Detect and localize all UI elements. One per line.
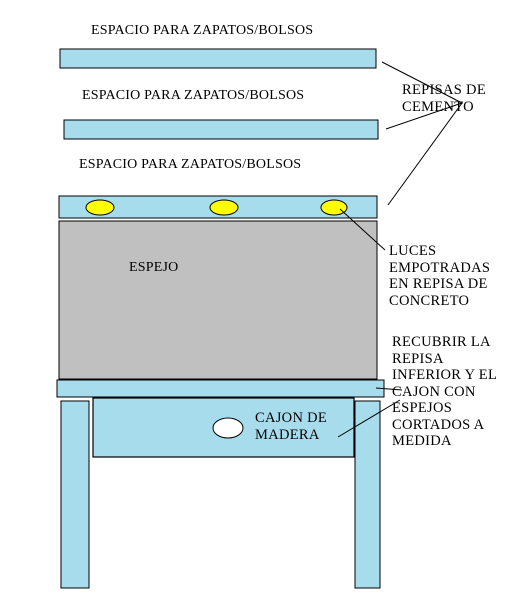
cover-note-line: CORTADOS A — [392, 416, 485, 433]
lights-note-line: EMPOTRADAS — [389, 259, 491, 276]
cover-note-line: REPISA — [392, 350, 444, 367]
lights-note-line: LUCES — [389, 243, 437, 259]
lights-note-line: EN REPISA DE — [389, 276, 488, 292]
leader-line-cement-top — [381, 61, 463, 104]
top-cement-shelf — [59, 48, 377, 69]
cover-note-line: INFERIOR Y EL — [392, 367, 498, 383]
cover-note-line: MEDIDA — [392, 433, 452, 449]
cement-shelves-note: REPISAS DE CEMENTO — [402, 82, 486, 115]
cover-note-line: CAJON CON — [392, 383, 476, 400]
cement-shelves-note-line: REPISAS DE — [402, 82, 486, 98]
drawer-knob — [212, 417, 244, 439]
bottom-shelf — [56, 379, 385, 398]
leader-line-cover-shelf — [375, 387, 403, 391]
recessed-light-center — [209, 199, 239, 216]
middle-cement-shelf — [63, 119, 379, 140]
leader-line-cement-middle — [385, 102, 463, 130]
mirror — [58, 220, 378, 380]
right-leg — [354, 400, 381, 589]
recessed-light-right — [320, 199, 348, 216]
recessed-light-left — [85, 199, 115, 216]
recessed-lights-note: LUCES EMPOTRADAS EN REPISA DE CONCRETO — [389, 243, 490, 309]
drawer-label-line2: MADERA — [255, 426, 320, 443]
leader-line-cover-drawer — [337, 399, 401, 438]
leader-line-cement-lower — [387, 102, 463, 206]
drawer-label-line1: CAJON DE — [255, 410, 328, 426]
mirror-cover-note: RECUBRIR LA REPISA INFERIOR Y EL CAJON C… — [392, 334, 497, 450]
cover-note-line: ESPEJOS — [392, 400, 453, 416]
drawer-label: CAJON DE MADERA — [255, 410, 327, 443]
mirror-label: ESPEJO — [129, 260, 179, 275]
cement-shelves-note-line: CEMENTO — [402, 98, 474, 115]
left-leg — [60, 400, 90, 589]
bottom-shelf-space-label: ESPACIO PARA ZAPATOS/BOLSOS — [79, 157, 302, 172]
top-shelf-space-label: ESPACIO PARA ZAPATOS/BOLSOS — [91, 23, 314, 38]
lights-note-line: CONCRETO — [389, 292, 470, 309]
cover-note-line: RECUBRIR LA — [392, 334, 491, 350]
middle-shelf-space-label: ESPACIO PARA ZAPATOS/BOLSOS — [82, 88, 305, 103]
leader-line-lights — [339, 208, 386, 251]
